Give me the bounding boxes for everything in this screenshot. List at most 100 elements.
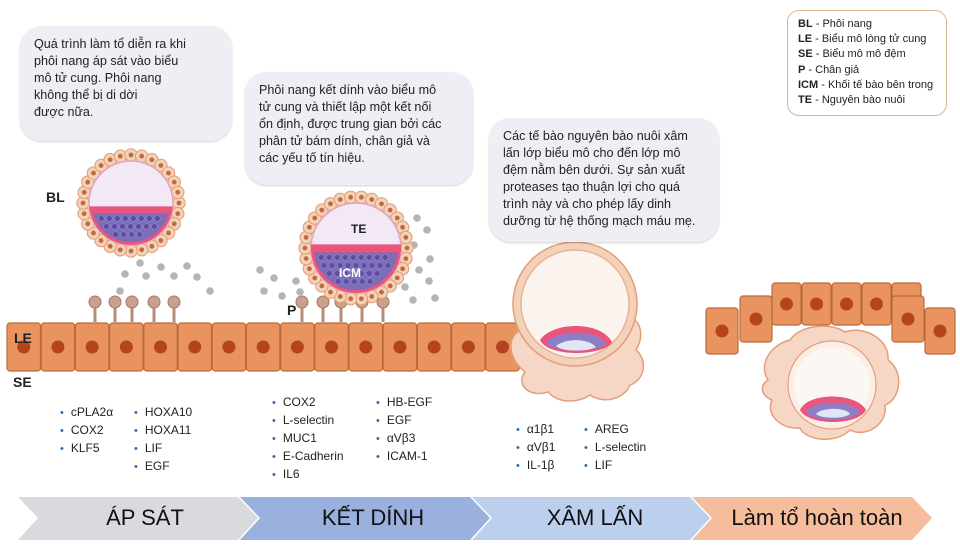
epithelial-cell (705, 307, 739, 355)
epithelial-cell (177, 322, 213, 372)
epithelial-cell (280, 322, 315, 372)
label-icm: ICM (339, 266, 361, 280)
particle (206, 287, 214, 295)
genes-apposition-a: cPLA2αCOX2KLF5 (60, 404, 113, 458)
particle (260, 287, 268, 295)
bubble-line: ổn định, được trung gian bởi các (259, 117, 442, 131)
label-p: P (287, 302, 297, 318)
particle (142, 272, 150, 280)
bubble-line: các yếu tố tín hiệu. (259, 151, 365, 165)
legend-item: TE - Nguyên bào nuôi (798, 94, 906, 107)
genes-apposition-b: HOXA10HOXA11LIFEGF (134, 404, 192, 476)
receptor (167, 295, 181, 322)
epithelial-cell (348, 322, 384, 372)
genes-adhesion-b: HB-EGFEGFαVβ3ICAM-1 (376, 394, 432, 466)
blastocyst-apposition (76, 148, 186, 258)
epithelial-cell (485, 322, 520, 372)
bubble-line: không thể bị di dời (34, 88, 138, 102)
epithelial-cell (801, 282, 832, 326)
particle (183, 262, 191, 270)
receptor (88, 295, 102, 322)
bubble-line: được nữa. (34, 105, 94, 119)
label-te: TE (351, 222, 367, 236)
bubble-line: Phôi nang kết dính vào biểu mô (259, 83, 437, 97)
epithelial-cell (108, 322, 144, 372)
epithelial-cell (40, 322, 76, 372)
blastocyst-adhesion (298, 190, 414, 306)
epithelial-cell (416, 322, 452, 372)
bubble-line: Các tế bào nguyên bào nuôi xâm (503, 129, 688, 143)
blastocyst-complete (761, 325, 900, 441)
particle (270, 274, 278, 282)
label-le: LE (14, 330, 32, 346)
epithelial-cell (739, 295, 773, 343)
stage-arrow-apposition (18, 497, 258, 540)
signal-particles (116, 214, 439, 304)
legend-item: BL - Phôi nang (798, 18, 872, 30)
particle (278, 292, 286, 300)
bubble-line: proteases tạo thuận lợi cho quá (503, 180, 680, 194)
receptors (88, 295, 390, 322)
legend-item: SE - Biểu mô mô đệm (798, 48, 906, 61)
bubble-line: mô tử cung. Phôi nang (34, 71, 162, 85)
bubble-line: tử cung và thiết lập một kết nối (259, 100, 432, 114)
epithelial-cell (891, 295, 925, 343)
stage-label-adhesion: KẾT DÍNH (321, 505, 425, 530)
epithelial-cell (771, 282, 802, 326)
receptor (125, 295, 139, 322)
genes-adhesion-a: COX2L-selectinMUC1E-CadherinIL6 (272, 394, 344, 484)
bubble-line: phân tử bám dính, chân giả và (259, 134, 430, 148)
epithelial-cell (143, 322, 178, 372)
epithelial-cell (831, 282, 862, 326)
receptor (147, 295, 161, 322)
epithelial-cell (382, 322, 418, 372)
particle (292, 277, 300, 285)
legend-item: P - Chân giả (798, 63, 860, 76)
particle (409, 296, 417, 304)
particle (296, 288, 304, 296)
bubble-line: trình này và cho phép lấy dinh (503, 197, 672, 211)
bubble-adhesion: Phôi nang kết dính vào biểu mô tử cung v… (245, 72, 473, 185)
particle (121, 270, 129, 278)
bubble-line: lấn lớp biểu mô cho đến lớp mô (503, 146, 681, 160)
legend: BL - Phôi nang LE - Biểu mô lòng tử cung… (787, 10, 947, 116)
particle (426, 255, 434, 263)
receptor (376, 295, 390, 322)
receptor (108, 295, 122, 322)
bubble-apposition: Quá trình làm tổ diễn ra khi phôi nang á… (20, 26, 232, 141)
blastocyst-invasion (510, 241, 645, 402)
particle (401, 283, 409, 291)
particle (423, 226, 431, 234)
legend-item: LE - Biểu mô lòng tử cung (798, 33, 927, 46)
particle (415, 266, 423, 274)
epithelial-cell (861, 282, 892, 326)
particle (431, 294, 439, 302)
epithelial-cell (245, 322, 281, 372)
stage-label-complete: Làm tổ hoàn toàn (731, 505, 903, 530)
epithelial-cell (314, 322, 349, 372)
stage-label-apposition: ÁP SÁT (106, 505, 184, 530)
stage-label-invasion: XÂM LẤN (546, 505, 644, 530)
stage-arrow-invasion (472, 497, 710, 540)
epithelial-cell (74, 322, 110, 372)
particle (136, 259, 144, 267)
uterine-epithelium (6, 282, 956, 372)
particle (425, 277, 433, 285)
genes-invasion-a: α1β1αVβ1IL-1β (516, 421, 556, 475)
legend-item: ICM - Khối tế bào bên trong (798, 78, 934, 91)
epithelial-cell (451, 322, 486, 372)
bubble-invasion: Các tế bào nguyên bào nuôi xâm lấn lớp b… (489, 118, 719, 242)
epithelial-cell (924, 307, 956, 355)
bubble-line: dưỡng từ hệ thống mạch máu mẹ. (503, 214, 696, 228)
genes-invasion-b: AREGL-selectinLIF (584, 421, 646, 475)
particle (256, 266, 264, 274)
particle (157, 263, 165, 271)
receptor (295, 295, 309, 322)
bubble-line: Quá trình làm tổ diễn ra khi (34, 37, 186, 51)
epithelial-cell (211, 322, 247, 372)
epithelial-cell (6, 322, 42, 372)
bubble-line: đệm nằm bên dưới. Sự sản xuất (503, 163, 685, 177)
stage-arrow-complete (692, 497, 932, 540)
particle (413, 214, 421, 222)
